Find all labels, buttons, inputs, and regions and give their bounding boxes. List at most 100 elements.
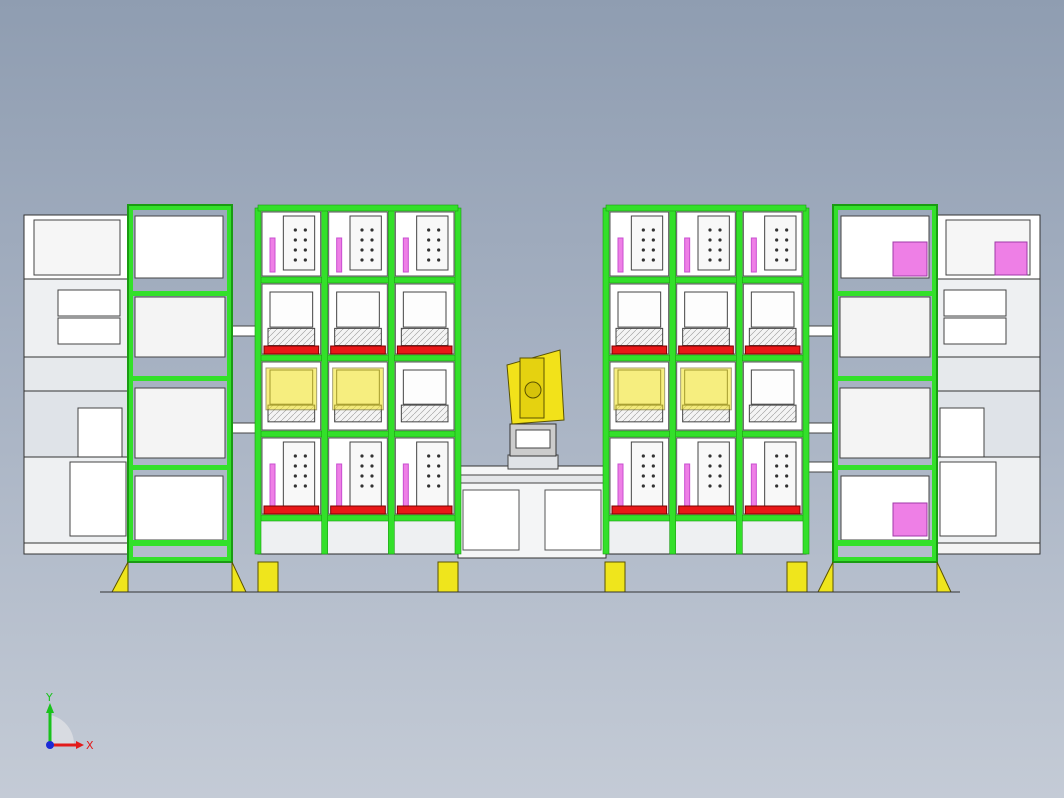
indicator-dot [303,464,307,468]
indicator-dot [360,464,364,468]
green-beam [257,276,459,284]
indicator-dot [437,228,441,232]
green-post [669,207,676,555]
indicator-dot [708,238,712,242]
fixture [748,327,797,347]
indicator-dot [370,258,374,262]
indicator-dot [437,464,441,468]
indicator-dot [718,484,722,488]
red-tray [396,505,453,515]
indicator-dot [785,474,789,478]
indicator-dot [303,474,307,478]
indicator-dot [293,258,297,262]
left-outer-tower [127,204,233,563]
green-post [802,207,810,555]
indicator-dot [708,454,712,458]
indicator-dot [303,248,307,252]
indicator-dot [651,238,655,242]
indicator-dot [708,474,712,478]
indicator-dot [427,464,431,468]
indicator-dot [775,258,779,262]
green-post [388,207,395,555]
red-tray [678,505,734,515]
green-beam [605,430,807,438]
green-post [454,207,462,555]
indicator-dot [785,454,789,458]
cell [742,361,803,431]
pink-tube [617,237,624,273]
indicator-dot [641,464,645,468]
indicator-dot [641,238,645,242]
indicator-dot [718,464,722,468]
cell [394,437,455,515]
indicator-dot [651,464,655,468]
indicator-dot [370,454,374,458]
pink-tube [684,463,691,511]
indicator-dot [775,474,779,478]
indicator-dot [785,228,789,232]
indicator-dot [360,454,364,458]
indicator-dot [708,484,712,488]
indicator-dot [360,248,364,252]
triad-plane [50,715,75,745]
right-cell-block [602,204,810,555]
cell [676,361,736,431]
indicator-dot [708,258,712,262]
cabinet [630,441,664,509]
indicator-dot [641,454,645,458]
indicator-dot [360,474,364,478]
indicator-dot [775,454,779,458]
cell [328,437,388,515]
pink-panel [994,241,1028,276]
pink-tube [750,237,757,273]
indicator-dot [641,258,645,262]
cell [261,361,322,431]
cell [394,361,455,431]
left-cell-block [254,204,462,555]
green-beam [257,514,459,522]
central-robot [506,349,565,457]
cell [328,283,388,355]
display-box [684,291,728,328]
indicator-dot [785,248,789,252]
indicator-dot [651,484,655,488]
cell [742,283,803,355]
pink-tube [402,237,409,273]
indicator-dot [718,258,722,262]
display-box [402,291,447,328]
green-post [602,207,610,555]
red-tray [744,345,801,355]
indicator-dot [437,474,441,478]
indicator-dot [775,248,779,252]
indicator-dot [360,484,364,488]
cell [328,211,388,277]
indicator-dot [370,238,374,242]
left-auxiliary-module [23,214,129,555]
indicator-dot [303,238,307,242]
red-tray [263,345,320,355]
cabinet [282,215,316,271]
green-post [321,207,328,555]
cell [676,283,736,355]
indicator-dot [427,258,431,262]
coordinate-triad: X Y [45,691,94,752]
green-beam [605,204,807,212]
red-tray [330,345,386,355]
pink-tube [617,463,624,511]
indicator-dot [641,248,645,252]
display-box [336,291,380,328]
indicator-dot [303,454,307,458]
display-box [750,369,795,405]
indicator-dot [651,258,655,262]
indicator-dot [651,454,655,458]
indicator-dot [641,484,645,488]
indicator-dot [370,248,374,252]
x-axis-label: X [86,739,94,752]
y-axis-label: Y [45,691,53,704]
indicator-dot [303,228,307,232]
indicator-dot [437,248,441,252]
red-tray [678,345,734,355]
fixture [748,404,797,423]
cabinet [282,441,316,509]
